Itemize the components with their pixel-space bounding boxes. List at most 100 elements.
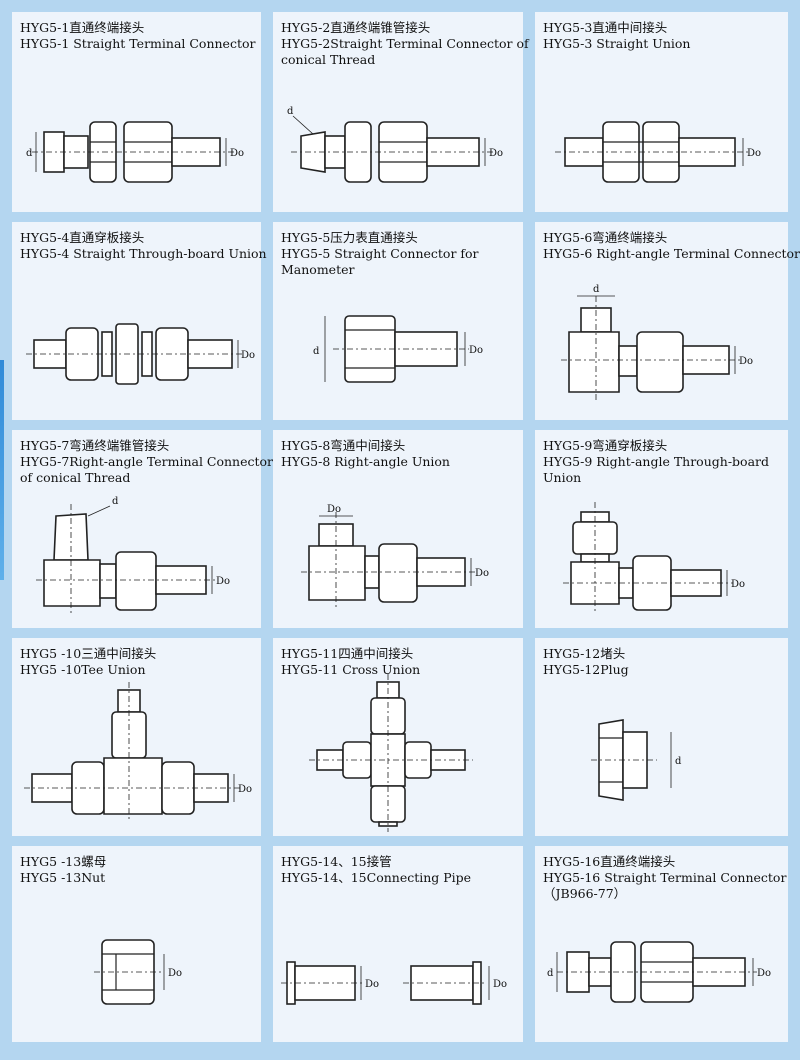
title-cn: HYG5-4直通穿板接头 (20, 230, 145, 245)
connector-drawing: Do Do (281, 961, 507, 1005)
catalog-cell-hyg5-8: HYG5-8弯通中间接头 HYG5-8 Right-angle Union Do… (273, 430, 523, 628)
dim-label-do: Do (731, 579, 745, 590)
dim-label-d: d (287, 106, 294, 117)
caption: HYG5-8弯通中间接头 HYG5-8 Right-angle Union (281, 438, 519, 470)
connector-drawing: d (591, 719, 682, 801)
title-cn: HYG5-6弯通终端接头 (543, 230, 668, 245)
dim-label-do-left: Do (365, 979, 379, 990)
title-cn: HYG5-11四通中间接头 (281, 646, 414, 661)
title-cn: HYG5 -10三通中间接头 (20, 646, 157, 661)
connector-drawing: d Do (287, 106, 503, 183)
title-en: HYG5-11 Cross Union (281, 662, 421, 677)
catalog-cell-hyg5-6: HYG5-6弯通终端接头 HYG5-6 Right-angle Terminal… (535, 222, 800, 420)
title-en-2: （JB966-77） (543, 886, 627, 901)
dim-label-d: d (593, 284, 600, 295)
dim-label-do: Do (757, 968, 771, 979)
catalog-cell-hyg5-13: HYG5 -13螺母 HYG5 -13Nut Do (12, 846, 261, 1042)
title-cn: HYG5-9弯通穿板接头 (543, 438, 668, 453)
title-en-2: of conical Thread (20, 470, 131, 485)
title-en: HYG5-4 Straight Through-board Union (20, 246, 267, 261)
connector-drawing: d Do (36, 496, 230, 614)
dim-label-do: Do (747, 148, 761, 159)
dim-label-d: d (112, 496, 119, 507)
dim-label-do: Do (469, 345, 483, 356)
title-cn: HYG5-16直通终端接头 (543, 854, 676, 869)
title-en: HYG5-2Straight Terminal Connector of (281, 36, 529, 51)
title-en: HYG5-3 Straight Union (543, 36, 691, 51)
connector-drawing: Do (26, 323, 255, 385)
connector-drawing: Do (24, 682, 252, 822)
caption: HYG5-9弯通穿板接头 HYG5-9 Right-angle Through-… (543, 438, 784, 486)
caption: HYG5-6弯通终端接头 HYG5-6 Right-angle Terminal… (543, 230, 800, 262)
title-en: HYG5-9 Right-angle Through-board (543, 454, 769, 469)
connector-drawing: Do Do (301, 504, 489, 608)
title-en: HYG5-6 Right-angle Terminal Connector (543, 246, 800, 261)
connector-drawing: d Do (26, 121, 244, 183)
dim-label-d: d (547, 968, 554, 979)
caption: HYG5-1直通终端接头 HYG5-1 Straight Terminal Co… (20, 20, 257, 52)
caption: HYG5 -13螺母 HYG5 -13Nut (20, 854, 257, 886)
dim-label-do: Do (216, 576, 230, 587)
dim-label-do: Do (238, 784, 252, 795)
caption: HYG5 -10三通中间接头 HYG5 -10Tee Union (20, 646, 257, 678)
title-cn: HYG5-3直通中间接头 (543, 20, 668, 35)
connector-drawing (309, 674, 473, 832)
dim-label-do: Do (168, 968, 182, 979)
dim-label-do: Do (739, 356, 753, 367)
title-en-2: Union (543, 470, 582, 485)
title-cn: HYG5-12堵头 (543, 646, 626, 661)
title-en: HYG5-12Plug (543, 662, 629, 677)
title-en: HYG5-16 Straight Terminal Connector (543, 870, 787, 885)
connector-drawing: d Do (561, 284, 753, 400)
connector-drawing: d Do (547, 941, 771, 1003)
left-accent-stripe (0, 360, 4, 580)
title-en: HYG5 -13Nut (20, 870, 106, 885)
title-en: HYG5-14、15Connecting Pipe (281, 870, 472, 885)
dim-label-do: Do (230, 148, 244, 159)
caption: HYG5-14、15接管 HYG5-14、15Connecting Pipe (281, 854, 519, 886)
dim-label-d: d (675, 756, 682, 767)
caption: HYG5-2直通终端锥管接头 HYG5-2Straight Terminal C… (281, 20, 529, 68)
dim-label-do-right: Do (493, 979, 507, 990)
catalog-cell-hyg5-14-15: HYG5-14、15接管 HYG5-14、15Connecting Pipe D… (273, 846, 523, 1042)
catalog-cell-hyg5-11: HYG5-11四通中间接头 HYG5-11 Cross Union (273, 638, 523, 836)
caption: HYG5-11四通中间接头 HYG5-11 Cross Union (281, 646, 519, 678)
title-cn: HYG5-1直通终端接头 (20, 20, 145, 35)
dim-label-do-top: Do (327, 504, 341, 515)
catalog-cell-hyg5-16: HYG5-16直通终端接头 HYG5-16 Straight Terminal … (535, 846, 788, 1042)
catalog-cell-hyg5-4: HYG5-4直通穿板接头 HYG5-4 Straight Through-boa… (12, 222, 267, 420)
dim-label-do: Do (475, 568, 489, 579)
title-cn: HYG5 -13螺母 (20, 854, 107, 869)
caption: HYG5-12堵头 HYG5-12Plug (543, 646, 784, 678)
dim-label-do: Do (241, 350, 255, 361)
title-en-2: Manometer (281, 262, 355, 277)
title-cn: HYG5-8弯通中间接头 (281, 438, 406, 453)
title-en: HYG5-7Right-angle Terminal Connector (20, 454, 274, 469)
catalog-cell-hyg5-10: HYG5 -10三通中间接头 HYG5 -10Tee Union Do (12, 638, 261, 836)
dim-label-do: Do (489, 148, 503, 159)
title-en: HYG5-8 Right-angle Union (281, 454, 450, 469)
title-en: HYG5-5 Straight Connector for (281, 246, 479, 261)
catalog-cell-hyg5-12: HYG5-12堵头 HYG5-12Plug d (535, 638, 788, 836)
connector-drawing: Do (94, 939, 182, 1005)
connector-drawing: d Do (313, 315, 483, 383)
caption: HYG5-16直通终端接头 HYG5-16 Straight Terminal … (543, 854, 787, 902)
catalog-cell-hyg5-1: HYG5-1直通终端接头 HYG5-1 Straight Terminal Co… (12, 12, 261, 212)
catalog-cell-hyg5-2: HYG5-2直通终端锥管接头 HYG5-2Straight Terminal C… (273, 12, 529, 212)
title-en-2: conical Thread (281, 52, 376, 67)
title-en: HYG5 -10Tee Union (20, 662, 146, 677)
title-cn: HYG5-7弯通终端锥管接头 (20, 438, 170, 453)
title-en: HYG5-1 Straight Terminal Connector (20, 36, 256, 51)
connector-drawing: Do (555, 121, 761, 183)
caption: HYG5-3直通中间接头 HYG5-3 Straight Union (543, 20, 784, 52)
catalog-cell-hyg5-3: HYG5-3直通中间接头 HYG5-3 Straight Union Do (535, 12, 788, 212)
catalog-cell-hyg5-7: HYG5-7弯通终端锥管接头 HYG5-7Right-angle Termina… (12, 430, 274, 628)
title-cn: HYG5-5压力表直通接头 (281, 230, 418, 245)
caption: HYG5-7弯通终端锥管接头 HYG5-7Right-angle Termina… (20, 438, 274, 486)
title-cn: HYG5-14、15接管 (281, 854, 392, 869)
catalog-cell-hyg5-5: HYG5-5压力表直通接头 HYG5-5 Straight Connector … (273, 222, 523, 420)
caption: HYG5-5压力表直通接头 HYG5-5 Straight Connector … (281, 230, 519, 278)
dim-label-d: d (313, 346, 320, 357)
catalog-cell-hyg5-9: HYG5-9弯通穿板接头 HYG5-9 Right-angle Through-… (535, 430, 788, 628)
